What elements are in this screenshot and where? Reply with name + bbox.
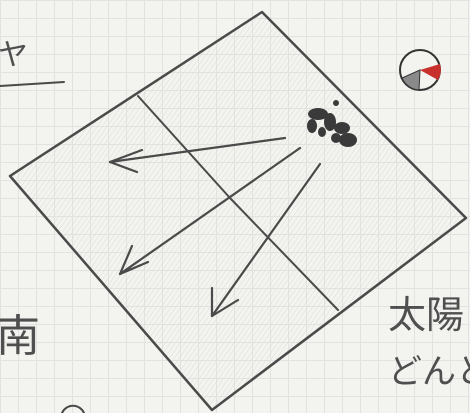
partial-circle	[62, 406, 84, 413]
sun-sub-label: どんと	[388, 344, 470, 393]
south-label: 南	[0, 300, 40, 364]
top-left-label: ヤ	[0, 30, 28, 74]
sun-label: 太陽	[388, 284, 464, 339]
compass-icon	[400, 50, 441, 90]
title-underline	[0, 82, 64, 86]
